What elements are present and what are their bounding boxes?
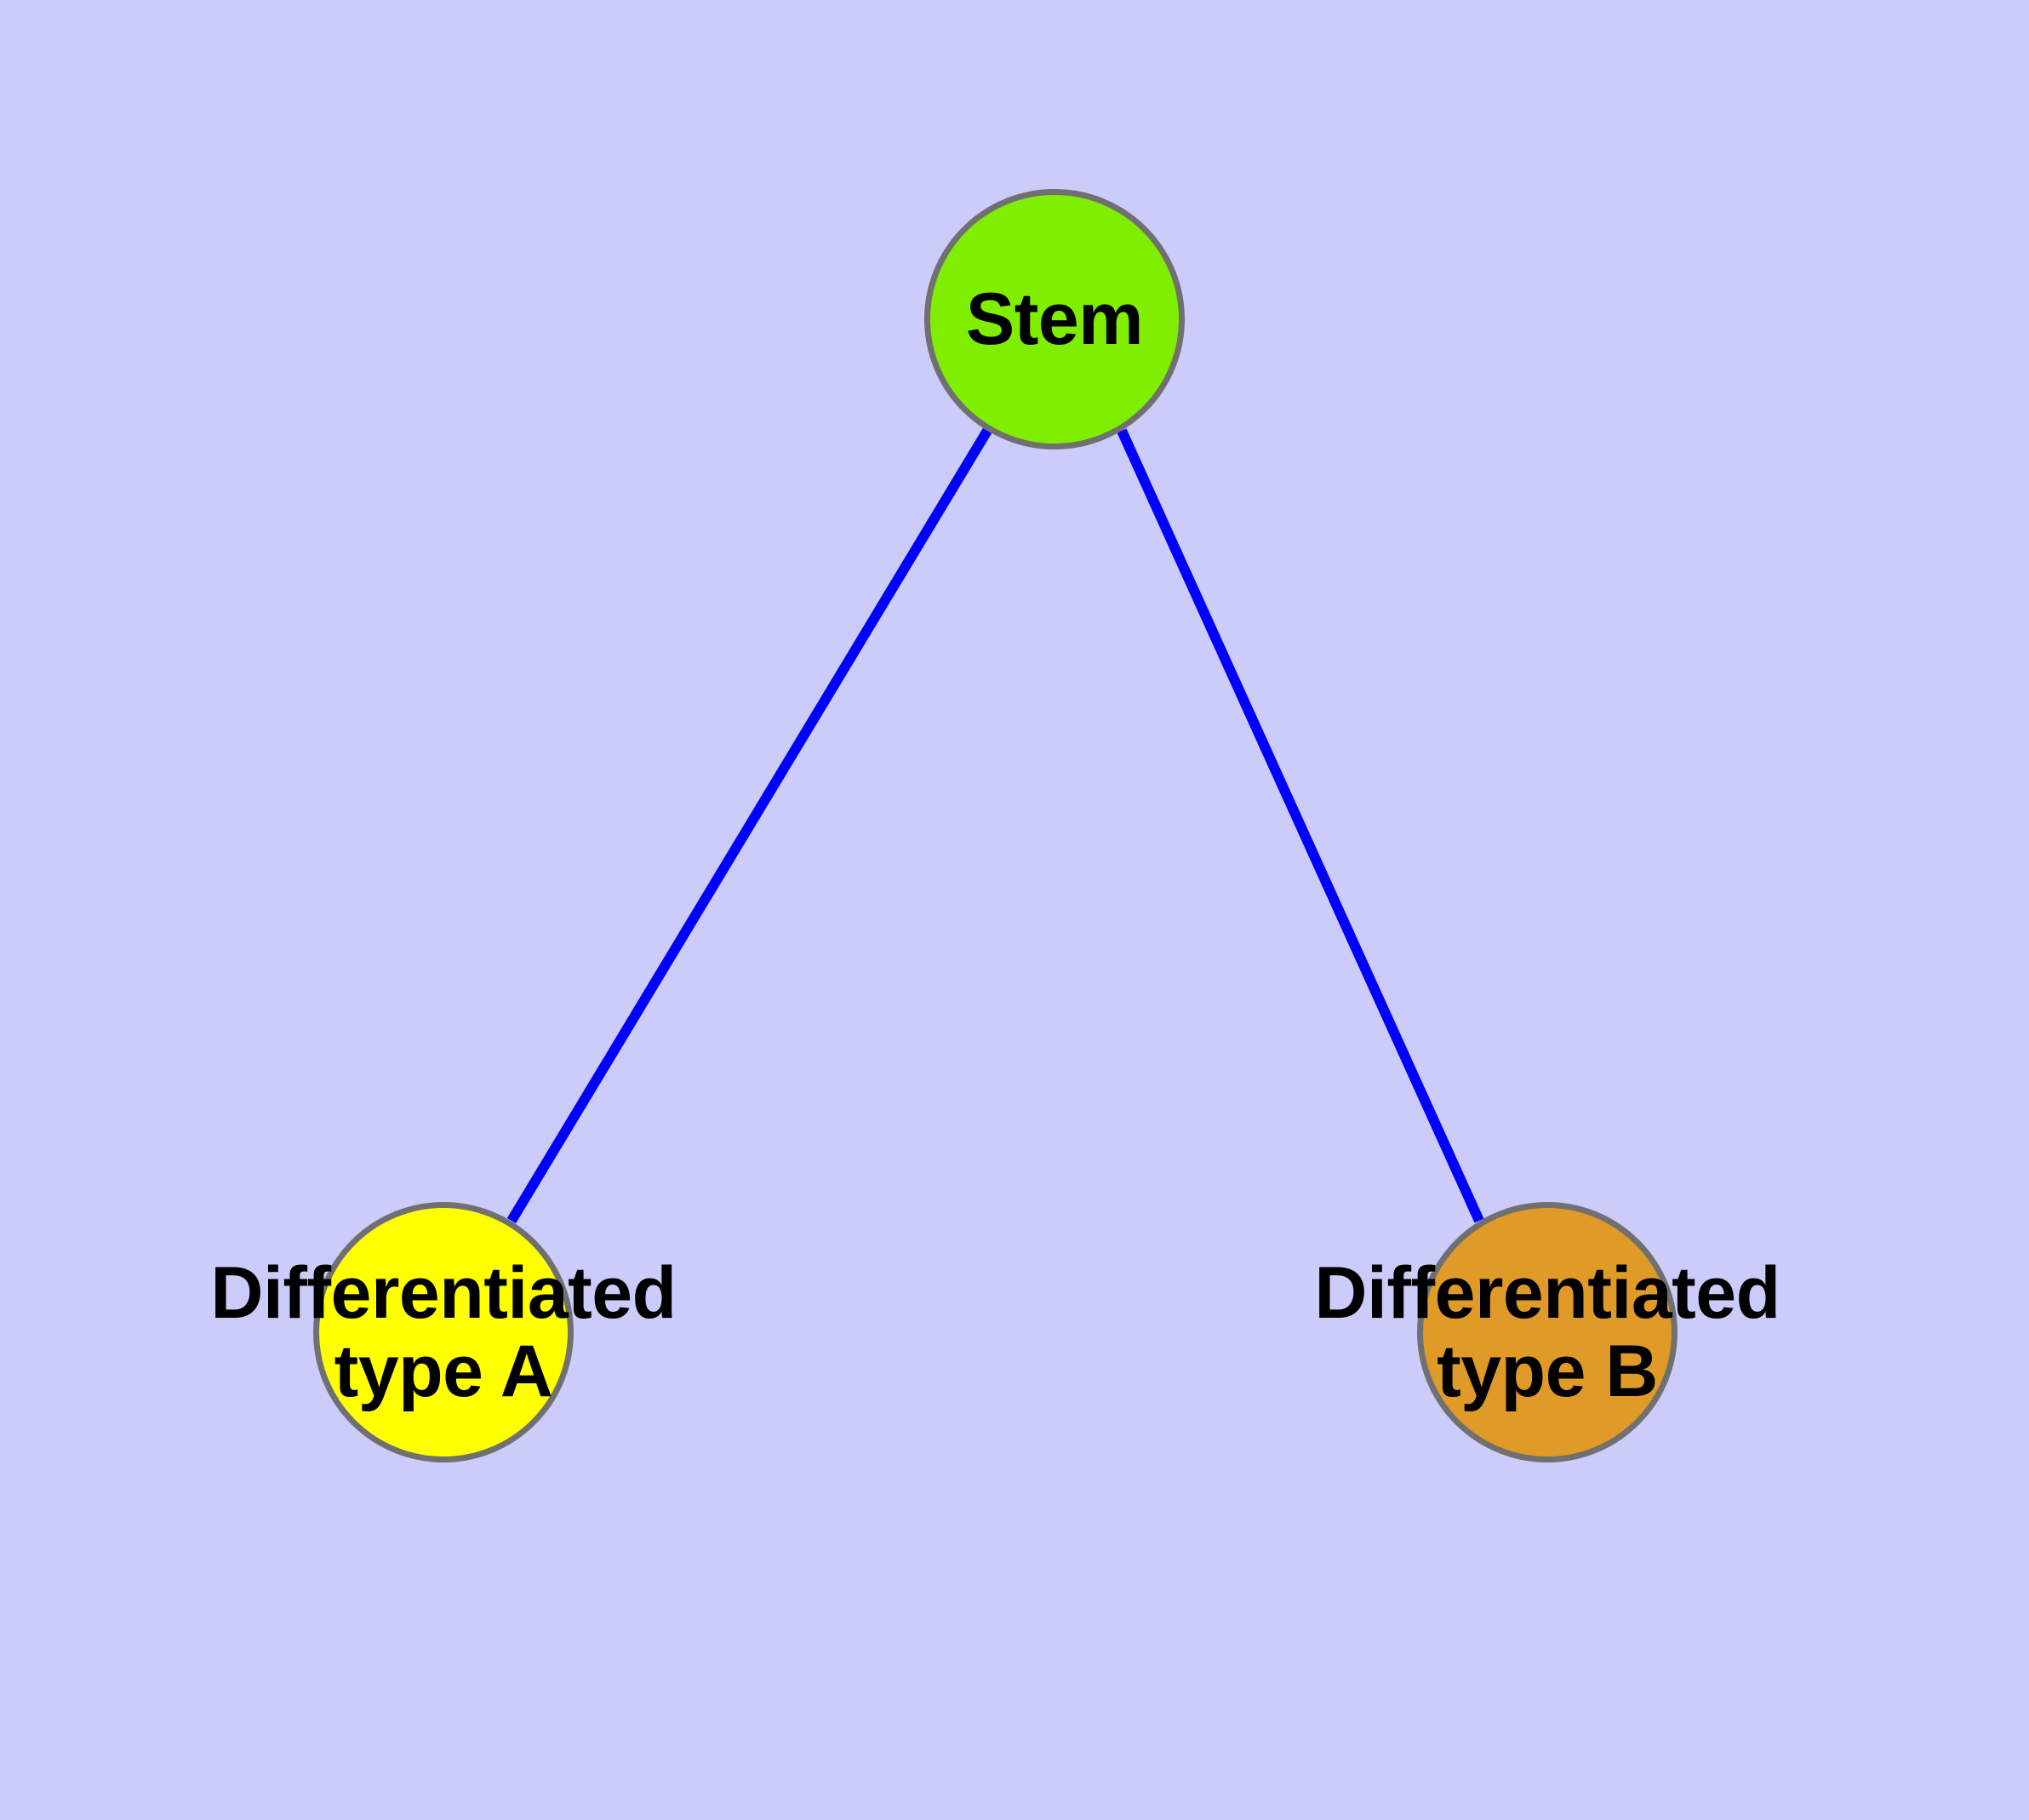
edge-stem-to-diff-b [1117, 428, 1484, 1223]
node-stem[interactable] [924, 189, 1185, 449]
node-differentiated-type-a[interactable] [313, 1202, 574, 1462]
edge-stem-to-diff-a [506, 427, 992, 1224]
node-differentiated-type-b[interactable] [1417, 1202, 1677, 1462]
